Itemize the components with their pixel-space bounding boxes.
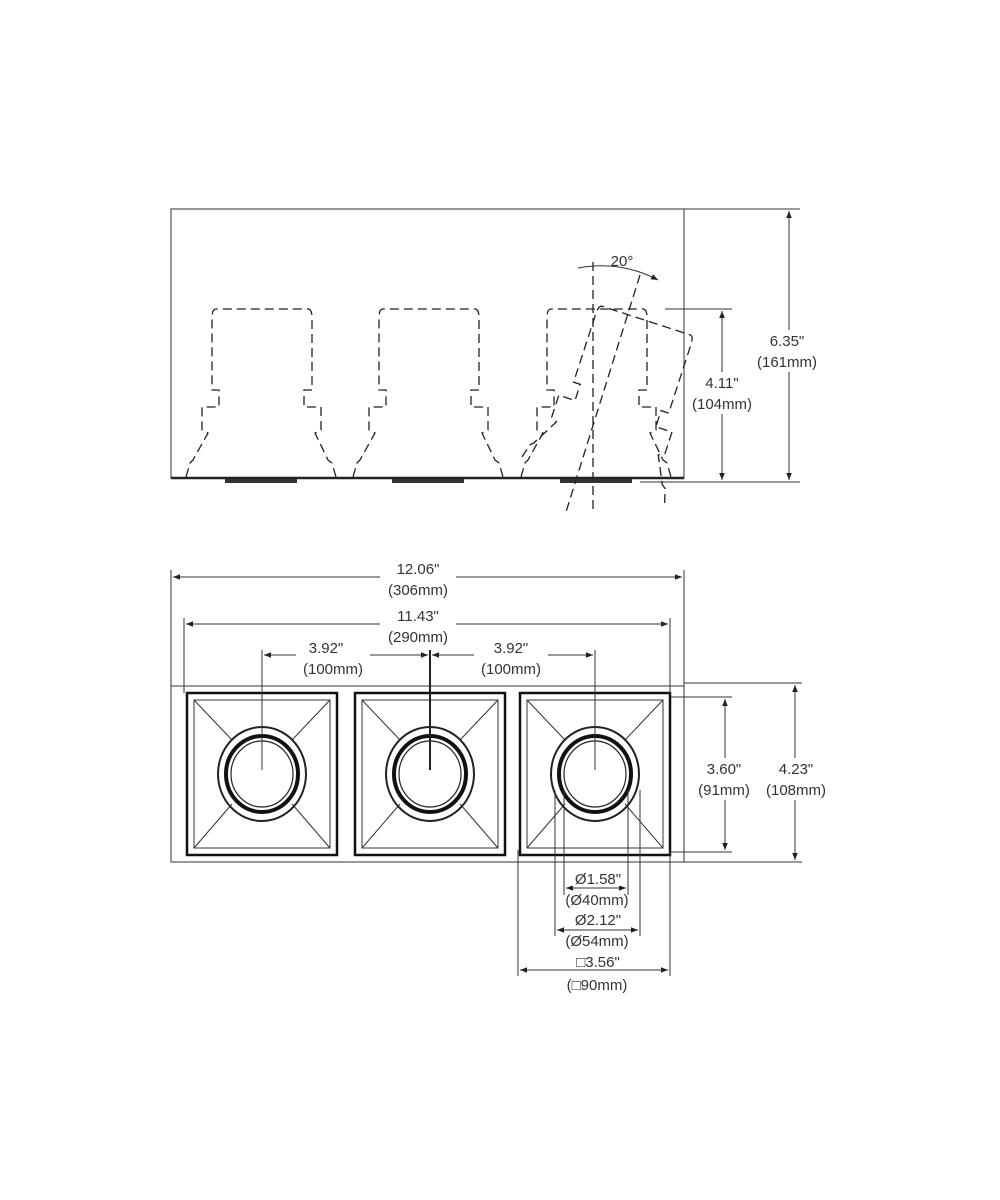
tilt-arc bbox=[577, 265, 659, 281]
spacing-left-in: 3.92" bbox=[309, 640, 344, 657]
overall-height-mm: (161mm) bbox=[757, 354, 817, 371]
aperture-in: Ø1.58" bbox=[575, 871, 621, 888]
overall-width-in: 4.23" bbox=[779, 761, 814, 778]
fixture-height-in: 4.11" bbox=[705, 375, 738, 392]
flange-outline bbox=[170, 685, 685, 863]
overall-length-in: 12.06" bbox=[397, 561, 440, 578]
inner-width-mm: (91mm) bbox=[698, 782, 750, 799]
cell-square-mm: (□90mm) bbox=[567, 977, 628, 994]
fixture-outline-3 bbox=[520, 308, 672, 478]
inner-length-mm: (290mm) bbox=[388, 629, 448, 646]
trim-2 bbox=[392, 479, 464, 483]
aperture-mm: (Ø40mm) bbox=[565, 892, 628, 909]
side-view: 20° 4.11" (104mm) 6.35" (161mm) bbox=[170, 208, 824, 513]
overall-width-mm: (108mm) bbox=[766, 782, 826, 799]
fixture-height-mm: (104mm) bbox=[692, 396, 752, 413]
trim-ring-mm: (Ø54mm) bbox=[565, 933, 628, 950]
overall-length-mm: (306mm) bbox=[388, 582, 448, 599]
fixture-outline-1 bbox=[185, 308, 337, 478]
spacing-right-in: 3.92" bbox=[494, 640, 529, 657]
fixture-outline-tilted bbox=[521, 296, 718, 504]
trim-1 bbox=[225, 479, 297, 483]
trim-3 bbox=[560, 479, 632, 483]
inner-length-in: 11.43" bbox=[397, 608, 439, 625]
top-view: 12.06" (306mm) 11.43" (290mm) 3.92" (100… bbox=[170, 558, 832, 994]
cell-square-in: □3.56" bbox=[576, 954, 620, 971]
fixture-outline-2 bbox=[352, 308, 504, 478]
trim-ring-in: Ø2.12" bbox=[575, 912, 621, 929]
housing-outline bbox=[170, 208, 685, 479]
spacing-left-mm: (100mm) bbox=[303, 661, 363, 678]
tilt-angle-label: 20° bbox=[611, 253, 634, 270]
spacing-right-mm: (100mm) bbox=[481, 661, 541, 678]
inner-width-in: 3.60" bbox=[707, 761, 742, 778]
overall-height-in: 6.35" bbox=[770, 333, 805, 350]
